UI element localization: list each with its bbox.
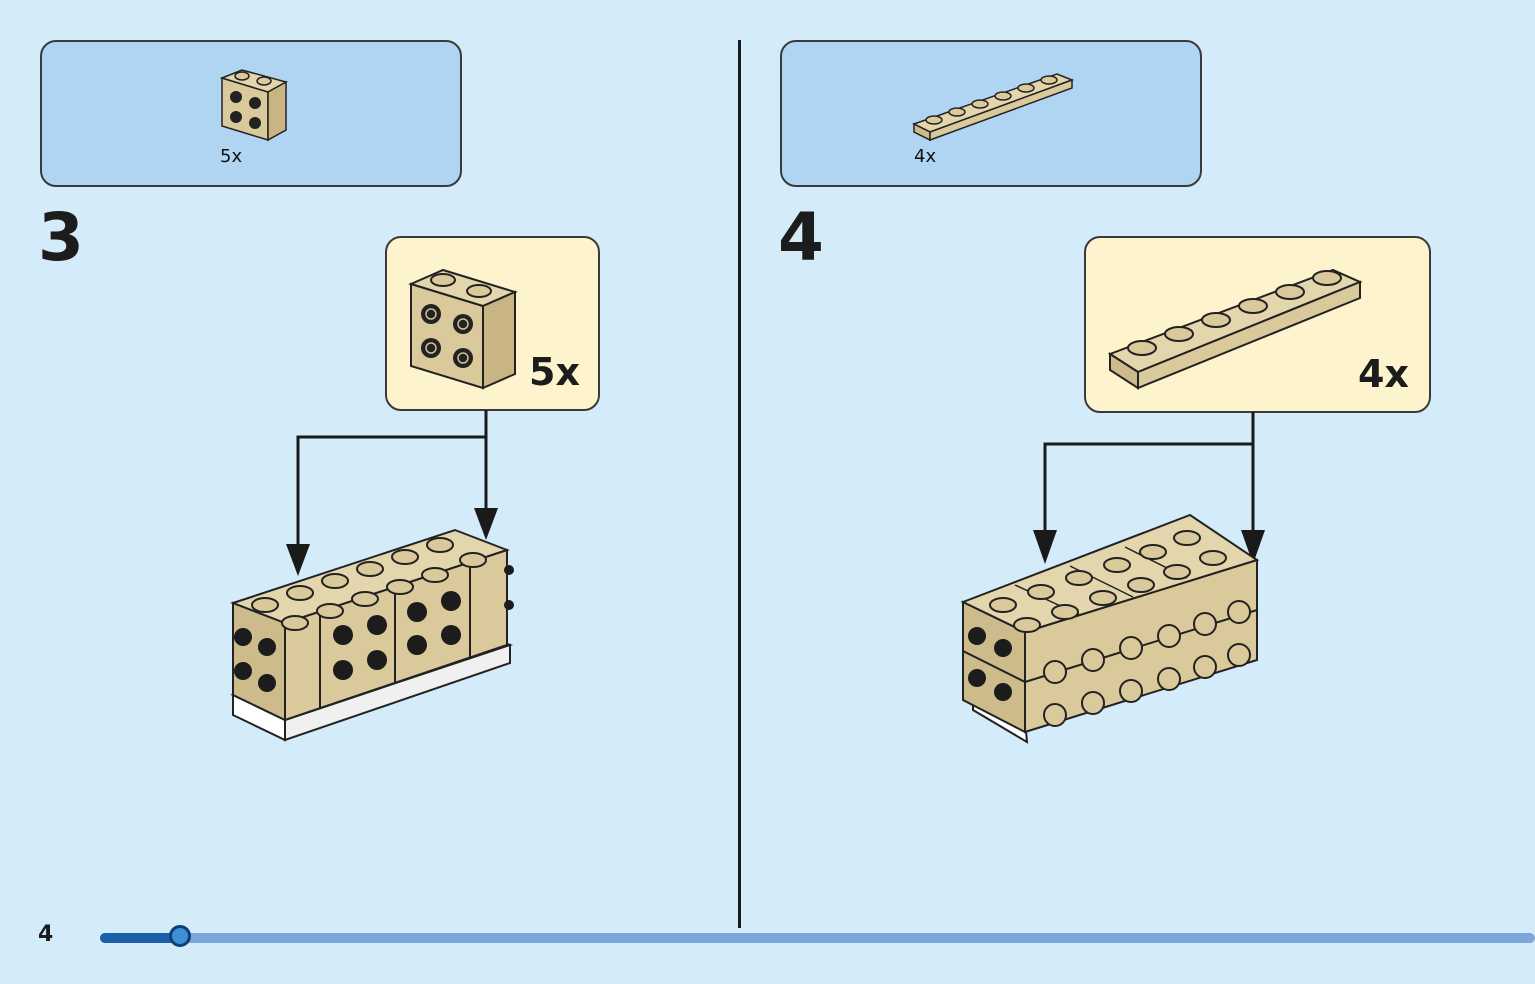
column-divider: [738, 40, 741, 928]
callout-box-step-3: 5x: [385, 236, 600, 411]
step-number-4: 4: [778, 199, 824, 276]
parts-list-box-step-3: 5x: [40, 40, 462, 187]
callout-box-step-4: 4x: [1084, 236, 1431, 413]
plate-1x6-icon: [1107, 268, 1363, 390]
plate-1x6-icon: [912, 73, 1075, 142]
model-assembly-step-3: [230, 528, 514, 742]
model-assembly-step-4: [960, 513, 1260, 744]
parts-count-step-4: 4x: [914, 146, 937, 167]
progress-track: [100, 933, 1535, 943]
side-stud-brick-icon: [219, 69, 288, 142]
step-number-3: 3: [38, 199, 84, 276]
callout-count-step-4: 4x: [1358, 352, 1409, 396]
progress-fill: [100, 933, 180, 943]
progress-knob[interactable]: [169, 925, 191, 947]
parts-list-box-step-4: 4x: [780, 40, 1202, 187]
callout-count-step-3: 5x: [529, 350, 580, 394]
page-number: 4: [38, 922, 54, 947]
side-stud-brick-icon: [408, 268, 518, 390]
parts-count-step-3: 5x: [220, 146, 243, 167]
